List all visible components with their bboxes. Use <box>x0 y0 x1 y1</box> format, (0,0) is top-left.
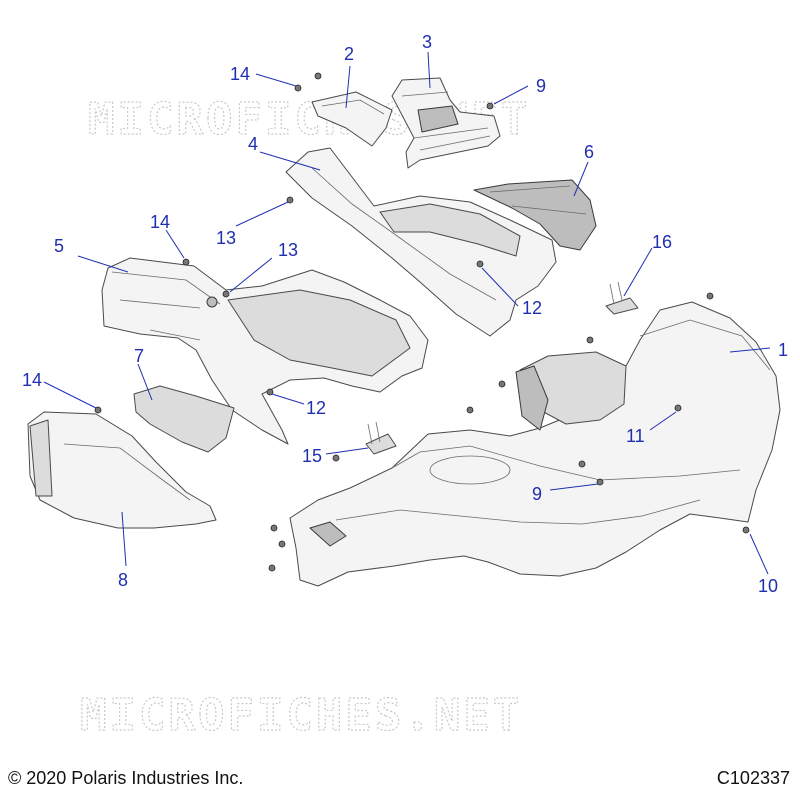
callout-15: 15 <box>302 446 322 466</box>
callout-14-left: 14 <box>22 370 42 390</box>
callout-14-middle: 14 <box>150 212 170 232</box>
callout-10: 10 <box>758 576 778 596</box>
callout-16: 16 <box>652 232 672 252</box>
part-5-rear-fender <box>101 257 429 445</box>
callout-12-lower: 12 <box>306 398 326 418</box>
fastener-misc-8 <box>268 564 276 572</box>
fastener-10 <box>742 526 750 534</box>
fastener-misc-1 <box>586 336 594 344</box>
part-6-side-panel <box>473 179 597 251</box>
callout-11: 11 <box>626 426 645 446</box>
fastener-13b <box>222 290 230 298</box>
callout-9-bottom: 9 <box>532 484 542 504</box>
fastener-11 <box>674 404 682 412</box>
fasteners <box>94 72 750 572</box>
callouts: 1 2 3 4 5 6 7 8 9 9 10 11 12 12 13 13 14… <box>22 32 788 596</box>
callout-14-top: 14 <box>230 64 250 84</box>
callout-6: 6 <box>584 142 594 162</box>
fastener-misc-5 <box>578 460 586 468</box>
callout-7: 7 <box>134 346 144 366</box>
fastener-12a <box>476 260 484 268</box>
part-2-panel <box>311 91 393 147</box>
fastener-misc-6 <box>270 524 278 532</box>
fastener-misc-2 <box>706 292 714 300</box>
fastener-misc-7 <box>278 540 286 548</box>
fastener-12b <box>266 388 274 396</box>
fastener-14b <box>182 258 190 266</box>
drawing-number: C102337 <box>716 768 790 788</box>
fastener-9a <box>486 102 494 110</box>
copyright-notice: © 2020 Polaris Industries Inc. <box>8 768 244 788</box>
part-7-flap <box>133 385 235 453</box>
callout-13-left: 13 <box>216 228 236 248</box>
callout-8: 8 <box>118 570 128 590</box>
callout-12-upper: 12 <box>522 298 542 318</box>
fastener-9b <box>596 478 604 486</box>
callout-3: 3 <box>422 32 432 52</box>
callout-2: 2 <box>344 44 354 64</box>
part-3-instrument-housing <box>391 77 501 169</box>
callout-4: 4 <box>248 134 258 154</box>
fastener-top <box>314 72 322 80</box>
leader-lines <box>43 51 771 575</box>
part-1-front-bodywork <box>289 301 781 587</box>
part-4-center-tunnel <box>285 147 557 337</box>
callout-9-top: 9 <box>536 76 546 96</box>
callout-5: 5 <box>54 236 64 256</box>
fastener-13a <box>286 196 294 204</box>
part-16-bracket <box>605 281 639 315</box>
fastener-14a <box>294 84 302 92</box>
callout-13-right: 13 <box>278 240 298 260</box>
fastener-misc-3 <box>498 380 506 388</box>
fastener-misc-9 <box>332 454 340 462</box>
watermark-bottom: MICROFICHES.NET <box>80 690 522 741</box>
fastener-misc-4 <box>466 406 474 414</box>
part-15-bracket <box>365 421 397 455</box>
callout-1: 1 <box>778 340 788 360</box>
part-8-side-cover <box>27 411 217 529</box>
fastener-14c <box>94 406 102 414</box>
